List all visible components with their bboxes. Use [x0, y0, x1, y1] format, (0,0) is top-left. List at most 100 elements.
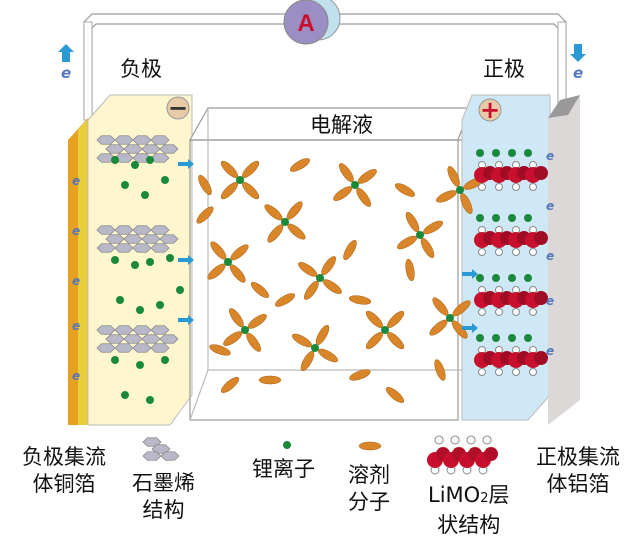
lithium-ion	[508, 214, 516, 222]
solvent-molecule	[423, 220, 443, 235]
legend-limo2-line2: 状结构	[437, 513, 501, 537]
electron-label: e	[546, 294, 554, 308]
lithium-ion	[283, 441, 291, 449]
lithium-ion	[146, 396, 154, 404]
cathode-sign: +	[480, 96, 500, 124]
legend-oxygen-atom	[450, 435, 460, 445]
graphite-hexagon	[96, 225, 116, 235]
lithium-ion	[241, 326, 249, 334]
oxygen-atom	[478, 248, 486, 256]
solvent-molecule	[196, 206, 214, 224]
cathode-label: 正极	[483, 57, 525, 81]
lithium-ion	[476, 149, 484, 157]
electron-label: e	[546, 199, 554, 213]
oxygen-atom	[478, 183, 486, 191]
solvent-molecule	[292, 333, 312, 348]
oxygen-atom	[478, 308, 486, 316]
lithium-ion	[161, 356, 169, 364]
legend-limo2: LiMO2层 状结构	[428, 482, 509, 539]
lithium-ion	[161, 176, 169, 184]
legend-oxygen-atom	[466, 435, 476, 445]
solvent-molecule	[223, 331, 243, 346]
lithium-ion	[141, 191, 149, 199]
cathode-sign-badge	[478, 98, 502, 122]
lithium-ion	[508, 274, 516, 282]
solvent-molecule	[318, 348, 338, 363]
graphite-hexagon	[114, 243, 134, 253]
electron-label-right: e	[573, 64, 584, 82]
solvent-molecule	[405, 258, 415, 282]
graphite-hexagon	[114, 343, 134, 353]
graphite-hexagon	[150, 325, 170, 335]
solvent-molecule	[246, 332, 261, 352]
lithium-ion	[492, 149, 500, 157]
lithium-ion	[121, 181, 129, 189]
solvent-molecule	[315, 325, 330, 345]
legend-graphite: 石墨烯 结构	[132, 470, 195, 524]
solvent-molecule	[349, 369, 371, 381]
graphite-hexagon	[105, 144, 125, 154]
ammeter-label: A	[297, 10, 314, 37]
graphite-hexagon	[132, 343, 152, 353]
electron-label: e	[72, 369, 80, 383]
ammeter: A	[283, 0, 341, 45]
lithium-ion	[524, 334, 532, 342]
oxygen-atom	[529, 308, 537, 316]
graphite-hexagon	[96, 243, 116, 253]
graphite-hexagon	[150, 135, 170, 145]
electron-up-arrow-icon	[58, 44, 74, 62]
anode-sign-badge	[166, 96, 190, 120]
graphite-hexagon	[150, 343, 170, 353]
oxygen-atom	[529, 183, 537, 191]
electron-label: e	[546, 249, 554, 263]
solvent-molecule	[267, 224, 284, 243]
solvent-molecule	[339, 163, 354, 183]
solvent-molecule	[220, 377, 240, 393]
solvent-molecule	[365, 332, 383, 350]
solvent-molecule	[198, 175, 212, 195]
legend-limo2-sub: 2	[480, 491, 489, 506]
graphite-hexagon	[96, 325, 116, 335]
solvent-molecule	[436, 190, 457, 203]
lithium-ion	[176, 286, 184, 294]
graphite-hexagon	[159, 234, 179, 244]
graphite-hexagon	[114, 325, 134, 335]
solvent-molecule	[357, 169, 377, 184]
lithium-ion	[166, 254, 174, 262]
electron-label: e	[72, 174, 80, 188]
electron-label: e	[72, 274, 80, 288]
solvent-molecule	[275, 293, 295, 307]
lithium-ion	[156, 301, 164, 309]
solvent-molecule	[397, 235, 417, 250]
graphite-hexagon	[114, 135, 134, 145]
solvent-molecule	[348, 295, 372, 305]
graphite-hexagon	[114, 225, 134, 235]
solvent-molecule	[300, 351, 315, 371]
legend-li-ion: 锂离子	[252, 457, 315, 481]
lithium-ion	[116, 296, 124, 304]
lithium-ion	[476, 214, 484, 222]
legend-graphite-line1: 石墨烯	[132, 471, 195, 495]
graphite-hexagon	[141, 144, 161, 154]
legend-metal-atom	[484, 447, 498, 461]
solvent-molecule	[356, 187, 371, 207]
legend-cathode-collector-line1: 正极集流	[536, 445, 620, 469]
electrolyte-box	[188, 107, 471, 421]
lithium-ion	[492, 334, 500, 342]
solvent-molecule	[290, 158, 310, 172]
lithium-ion	[136, 306, 144, 314]
lithium-ion	[111, 256, 119, 264]
solvent-molecule	[385, 387, 405, 403]
legend-solvent-line1: 溶剂	[348, 463, 390, 487]
lithium-ion	[446, 314, 454, 322]
solvent-molecule	[432, 297, 449, 316]
legend-graphite-hexagon	[142, 451, 162, 461]
legend-graphite-line2: 结构	[142, 498, 185, 522]
graphite-hexagon	[132, 225, 152, 235]
oxygen-atom	[495, 183, 503, 191]
lithium-ion	[281, 218, 289, 226]
solvent-molecule	[333, 186, 353, 201]
graphite-hexagon	[141, 234, 161, 244]
legend-anode-collector-line2: 体铜箔	[32, 472, 96, 496]
